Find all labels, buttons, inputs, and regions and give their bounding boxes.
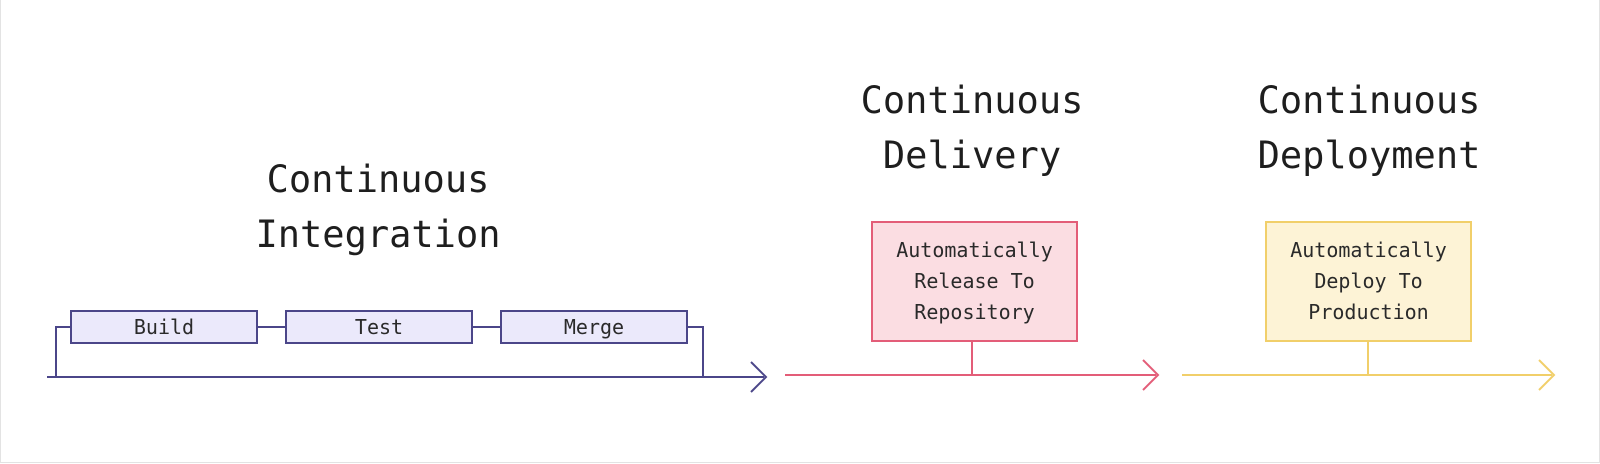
step-build-label: Build — [133, 315, 195, 339]
deployment-action-box: Automatically Deploy To Production — [1265, 221, 1472, 342]
delivery-box-line-3: Repository — [914, 300, 1035, 324]
delivery-arrowhead — [1142, 359, 1160, 391]
step-merge: Merge — [500, 310, 688, 344]
deployment-box-line-2: Deploy To — [1314, 269, 1423, 293]
step-test: Test — [285, 310, 473, 344]
step-build: Build — [70, 310, 258, 344]
integration-timeline — [47, 326, 768, 393]
integration-bracket-right — [688, 326, 704, 377]
heading-continuous-delivery: Continuous Delivery — [820, 73, 1124, 183]
step-test-label: Test — [354, 315, 404, 339]
step-merge-label: Merge — [563, 315, 625, 339]
delivery-box-line-1: Automatically — [896, 238, 1053, 262]
heading-continuous-integration: Continuous Integration — [228, 152, 528, 262]
heading-continuous-deployment: Continuous Deployment — [1214, 73, 1524, 183]
delivery-action-box: Automatically Release To Repository — [871, 221, 1078, 342]
delivery-box-line-2: Release To — [914, 269, 1035, 293]
integration-bracket-left — [55, 326, 71, 377]
deployment-timeline — [1182, 342, 1556, 391]
heading-line-1: Continuous — [1257, 79, 1481, 122]
heading-line-2: Delivery — [882, 134, 1062, 177]
heading-line-2: Deployment — [1257, 134, 1481, 177]
heading-line-2: Integration — [255, 213, 501, 256]
delivery-timeline — [785, 342, 1160, 391]
heading-line-1: Continuous — [860, 79, 1084, 122]
heading-line-1: Continuous — [266, 158, 490, 201]
deployment-box-line-3: Production — [1308, 300, 1429, 324]
integration-arrowhead — [750, 361, 768, 393]
deployment-box-line-1: Automatically — [1290, 238, 1447, 262]
deployment-arrowhead — [1538, 359, 1556, 391]
